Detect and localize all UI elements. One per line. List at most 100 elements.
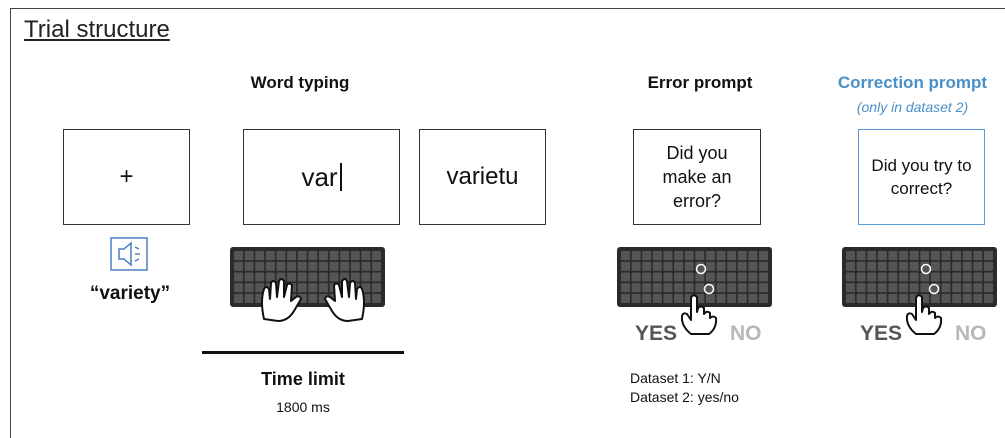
error-question: Did you make an error? [662,143,732,211]
keyboard-key [361,283,371,293]
keyboard-key [705,261,715,271]
keyboard-key [631,293,641,303]
keyboard-key [962,283,972,293]
keyboard-key [737,251,747,261]
keyboard-key [846,293,856,303]
heading-correction-prompt: Correction prompt [837,73,988,92]
keyboard-key [877,283,887,293]
keyboard-key [899,293,909,303]
keyboard-key [674,293,684,303]
keyboard-icon [617,247,772,307]
keyboard-key [244,261,254,271]
keyboard-key [642,272,652,282]
no-label: NO [955,322,987,345]
keyboard-key [727,283,737,293]
frame-border [10,8,1005,438]
keyboard-key [631,272,641,282]
keyboard-key [652,251,662,261]
keyboard-key [983,251,993,261]
time-limit-bar [202,351,404,354]
highlighted-key-marker [928,283,940,295]
keyboard-key [846,272,856,282]
keyboard-key [983,283,993,293]
keyboard-key [867,272,877,282]
dataset-note: Dataset 2: yes/no [630,389,739,405]
keyboard-key [705,293,715,303]
keyboard-key [962,251,972,261]
yes-label: YES [860,322,903,345]
keyboard-key [758,272,768,282]
keyboard-key [350,261,360,271]
heading-word-typing: Word typing [250,73,350,92]
keyboard-key [329,272,339,282]
keyboard-key [983,261,993,271]
keyboard-key [877,272,887,282]
keyboard-key [705,272,715,282]
keyboard-key [952,251,962,261]
keyboard-key [909,272,919,282]
keyboard-key [748,272,758,282]
keyboard-key [952,261,962,271]
keyboard-key [877,251,887,261]
keyboard-key [318,261,328,271]
keyboard-key [265,272,275,282]
keyboard-key [308,293,318,303]
keyboard-key [350,272,360,282]
keyboard-key [674,261,684,271]
keyboard-key [318,283,328,293]
keyboard-key [297,272,307,282]
keyboard-key [371,251,381,261]
keyboard-key [920,283,930,293]
keyboard-key [308,272,318,282]
keyboard-key [287,261,297,271]
keyboard-key [652,283,662,293]
keyboard-key [308,283,318,293]
keyboard-key [716,261,726,271]
highlighted-key-marker [920,263,932,275]
keyboard-key [748,293,758,303]
keyboard-key [244,293,254,303]
keyboard-key [930,261,940,271]
keyboard-key [920,272,930,282]
keyboard-key [846,251,856,261]
keyboard-key [621,293,631,303]
keyboard-key [642,251,652,261]
keyboard-key [867,251,877,261]
keyboard-key [621,251,631,261]
keyboard-key [899,283,909,293]
keyboard-key [962,293,972,303]
keyboard-key [983,293,993,303]
keyboard-key [973,261,983,271]
keyboard-key [674,251,684,261]
keyboard-key [877,261,887,271]
keyboard-key [856,283,866,293]
heading-error-prompt: Error prompt [647,73,753,92]
keyboard-key [234,251,244,261]
keyboard-key [867,283,877,293]
keyboard-key [674,283,684,293]
keyboard-key [727,251,737,261]
keyboard-key [652,272,662,282]
keyboard-key [663,261,673,271]
keyboard-key [973,251,983,261]
keyboard-key [244,272,254,282]
keyboard-key [737,283,747,293]
keyboard-key [758,293,768,303]
keyboard-key [297,251,307,261]
keyboard-key [962,261,972,271]
keyboard-key [973,293,983,303]
no-label: NO [730,322,762,345]
keyboard-key [371,272,381,282]
hand-icon [905,294,943,335]
keyboard-key [930,251,940,261]
keyboard-key [867,261,877,271]
keyboard-key [737,272,747,282]
fixation-cross: + [119,163,134,190]
keyboard-key [758,251,768,261]
keyboard-key [631,283,641,293]
keyboard-key [663,293,673,303]
keyboard-key [371,283,381,293]
typed-word-screen: varietu [419,129,546,225]
keyboard-key [255,261,265,271]
typed-text: var [301,161,338,192]
